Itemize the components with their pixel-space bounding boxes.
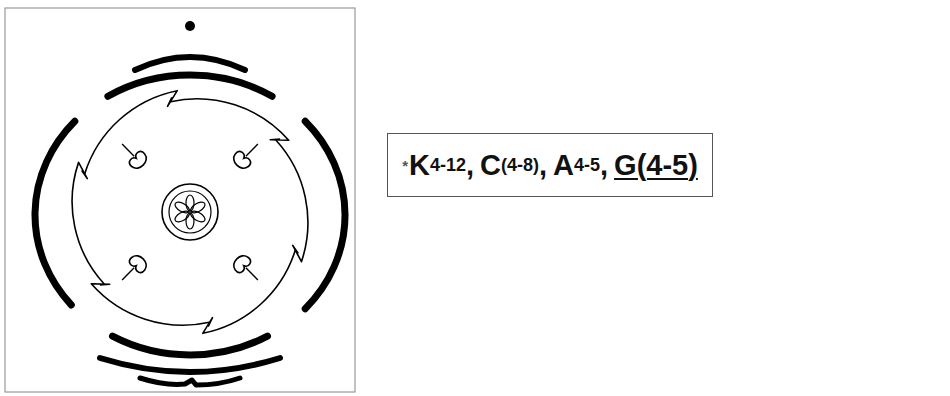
petal-arc	[276, 140, 308, 262]
formula-part: (4-8)	[501, 156, 539, 174]
axis-dot	[185, 21, 195, 31]
formula-part: 4-12	[430, 156, 466, 174]
frame	[5, 8, 355, 392]
bract-arc	[100, 358, 280, 372]
petal-arc	[72, 162, 104, 284]
formula-part: G(4-5)	[614, 151, 698, 180]
formula-part: ,	[539, 151, 547, 180]
petal-arc	[85, 91, 177, 174]
formula-part: 4-5	[574, 156, 600, 174]
locule	[173, 200, 191, 215]
locule	[189, 209, 207, 224]
petal-arc	[203, 250, 295, 333]
locule	[189, 200, 207, 215]
formula-part: ,	[600, 151, 608, 180]
sepal-arc	[305, 121, 345, 308]
formula-part: C	[480, 151, 501, 180]
locule	[173, 209, 191, 224]
formula-box: *K4-12,C(4-8),A4-5,G(4-5)	[387, 133, 713, 197]
bracteole-arc	[140, 378, 240, 385]
stamen-symbol	[230, 252, 257, 279]
locule	[186, 213, 194, 229]
sepal-arc	[113, 336, 268, 355]
formula-part: K	[409, 151, 430, 180]
stamen-symbol	[122, 144, 149, 171]
petal-arc	[171, 99, 289, 140]
ovary-outline	[162, 184, 218, 240]
ovary-wall	[169, 191, 211, 233]
locule	[186, 195, 194, 211]
formula-part: ,	[466, 151, 474, 180]
stamen-symbol	[122, 252, 149, 279]
bract-arc	[135, 57, 245, 70]
petal-arc	[91, 284, 209, 325]
sepal-arc	[35, 121, 75, 305]
stamen-symbol	[230, 144, 257, 171]
formula-part: A	[553, 151, 574, 180]
sepal-arc	[108, 75, 272, 96]
flower-parts	[72, 91, 308, 334]
formula-part: *	[402, 158, 408, 173]
